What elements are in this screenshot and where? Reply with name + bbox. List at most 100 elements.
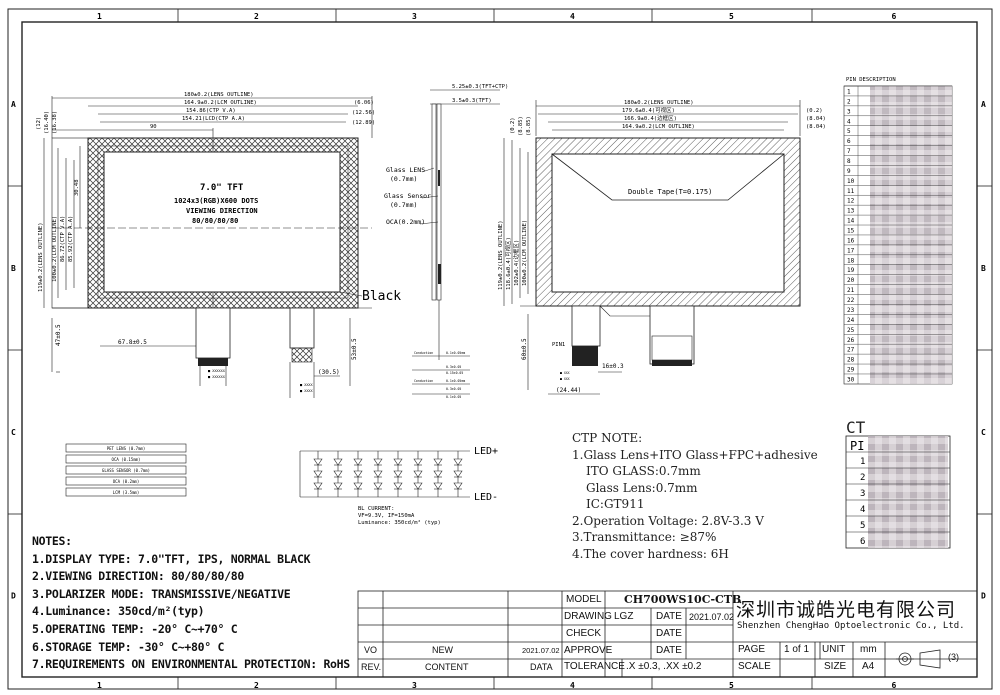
- panel-text-2: VIEWING DIRECTION: [186, 207, 258, 215]
- pin-number: 24: [847, 317, 855, 324]
- fv-dim-30: 30.48: [74, 179, 80, 196]
- projection-symbol: [896, 649, 941, 669]
- cv-dim-left-v2: 102±0.4(边框区): [512, 240, 520, 286]
- svg-text:0.3±0.05: 0.3±0.05: [446, 387, 461, 391]
- page-value: 1 of 1: [784, 644, 810, 655]
- cv-dim-right-1: (8.04): [806, 116, 826, 122]
- led-diode: [433, 482, 443, 490]
- svg-text:■ XXXXXX: ■ XXXXXX: [208, 369, 226, 373]
- drawing-label: DRAWING: [564, 611, 612, 622]
- note-1: 1.DISPLAY TYPE: 7.0"TFT, IPS, NORMAL BLA…: [32, 551, 311, 566]
- stack-layer-label: GLASS SENSOR (0.7mm): [102, 468, 150, 473]
- sv-dim-top-2: 3.5±0.3(TFT): [452, 98, 492, 104]
- svg-text:Conduction: Conduction: [414, 351, 433, 355]
- ctp-note-1c: IC:GT911: [586, 497, 645, 511]
- note-5: 5.OPERATING TEMP: -20° C~+70° C: [32, 621, 238, 636]
- sv-label-1: (0.7mm): [390, 175, 417, 183]
- fv-dim-67: 67.8±0.5: [118, 339, 147, 346]
- ctp-note-heading: CTP NOTE:: [572, 431, 643, 445]
- grid-row-left: A: [11, 100, 16, 109]
- fv-dim-left-v0: 119±0.2(LENS OUTLINE): [38, 222, 44, 292]
- led-diode: [353, 470, 363, 478]
- led-diode: [373, 458, 383, 466]
- fv-dim-top-0: 180±0.2(LENS OUTLINE): [184, 92, 254, 98]
- ctp-pin-number: 4: [860, 505, 865, 515]
- led-diode: [353, 482, 363, 490]
- check-date-label: DATE: [656, 628, 682, 639]
- cv-dim-left-1: (8.85): [518, 116, 524, 136]
- svg-text:■ XXX: ■ XXX: [560, 371, 570, 375]
- pin-number: 2: [847, 98, 851, 105]
- led-diode: [373, 470, 383, 478]
- ctp-pin-number: 1: [860, 457, 865, 467]
- outer-border: [7, 8, 993, 690]
- grid-row-right: A: [981, 100, 986, 109]
- pin-description: PIN DESCRIPTION 123456789101112131415161…: [843, 77, 953, 385]
- cv-dim-left-0: (0.2): [510, 117, 516, 134]
- cv-pin1: PIN1: [552, 342, 565, 348]
- grid-col-bottom: 1: [97, 681, 102, 690]
- grid-row-right: B: [981, 264, 986, 273]
- pin-number: 26: [847, 337, 855, 344]
- pin-number: 9: [847, 168, 851, 175]
- grid-col-bottom: 6: [892, 681, 897, 690]
- cv-dim-left-v3: 100±0.2(LCM OUTLINE): [522, 220, 528, 286]
- fv-dim-left-v1: 100±0.2(LCM OUTLINE): [52, 216, 58, 282]
- side-view: 5.25±0.3(TFT+CTP) 3.5±0.3(TFT) Glass LEN…: [384, 84, 508, 399]
- led-diode: [413, 482, 423, 490]
- note-7: 7.REQUIREMENTS ON ENVIRONMENTAL PROTECTI…: [32, 657, 350, 672]
- pin-desc-title: PIN DESCRIPTION: [846, 77, 896, 83]
- grid-row-left: B: [11, 264, 16, 273]
- model-label: MODEL: [566, 594, 602, 605]
- led-diode: [373, 482, 383, 490]
- pin-number: 28: [847, 357, 855, 364]
- stack-layer: [65, 454, 187, 464]
- sv-label-0: Glass LENS: [386, 166, 425, 174]
- ctp-note-1b: Glass Lens:0.7mm: [586, 480, 698, 495]
- bl-current: BL CURRENT:: [358, 506, 394, 512]
- fv-dim-left-2: (16.38): [52, 111, 58, 134]
- unit-value: mm: [860, 644, 877, 655]
- grid-col-top: 6: [892, 12, 897, 21]
- tolerance-value: .X ±0.3, .XX ±0.2: [626, 661, 702, 672]
- ctp-view: 180±0.2(LENS OUTLINE) 179.6±0.4(可视区) 166…: [498, 100, 826, 395]
- led-diode: [393, 458, 403, 466]
- unit-label: UNIT: [822, 644, 846, 655]
- ctp-note-1: 1.Glass Lens+ITO Glass+FPC+adhesive: [572, 447, 818, 462]
- panel-text-3: 80/80/80/80: [192, 217, 238, 225]
- svg-text:■ XXXX: ■ XXXX: [300, 383, 314, 387]
- check-label: CHECK: [566, 628, 602, 639]
- svg-text:0.15±0.05: 0.15±0.05: [446, 371, 463, 375]
- pin-number: 25: [847, 327, 855, 334]
- drawing-date: 2021.07.02: [689, 612, 735, 622]
- scale-label: SCALE: [738, 661, 771, 672]
- pin-number: 23: [847, 307, 855, 314]
- svg-text:Conduction: Conduction: [414, 379, 433, 383]
- pin-number: 27: [847, 347, 855, 354]
- led-minus: LED-: [474, 492, 498, 503]
- led-plus: LED+: [474, 446, 498, 457]
- cv-dim-left-v0: 119±0.2(LENS OUTLINE): [498, 220, 504, 290]
- stack-layer: [65, 476, 187, 486]
- grid-col-bottom: 2: [254, 681, 259, 690]
- ctp-note-3: 3.Transmittance: ≥87%: [572, 530, 717, 544]
- stack-layer-label: OCA (0.15mm): [112, 457, 141, 462]
- page-label: PAGE: [738, 644, 766, 655]
- grid-row-right: C: [981, 428, 986, 437]
- led-diode: [413, 470, 423, 478]
- cv-dim-right-0: (0.2): [806, 108, 823, 114]
- fv-dim-left-v3: 85.92(CTP A.A): [68, 216, 74, 262]
- pin-number: 6: [847, 138, 851, 145]
- pin-number: 15: [847, 228, 855, 235]
- stack-layer-label: OCA (0.2mm): [113, 479, 140, 484]
- drawing-value: LGZ: [614, 611, 634, 622]
- company-cn: 深圳市诚皓光电有限公司: [736, 599, 957, 621]
- svg-text:■ XXX: ■ XXX: [560, 377, 570, 381]
- layer-stack: PET LENS (0.7mm)OCA (0.15mm)GLASS SENSOR…: [65, 443, 187, 497]
- panel-text-1: 1024x3(RGB)X600 DOTS: [174, 197, 258, 205]
- grid-col-bottom: 4: [570, 681, 575, 690]
- pin-number: 30: [847, 376, 855, 383]
- fv-dim-right-0: (6.06): [354, 100, 374, 106]
